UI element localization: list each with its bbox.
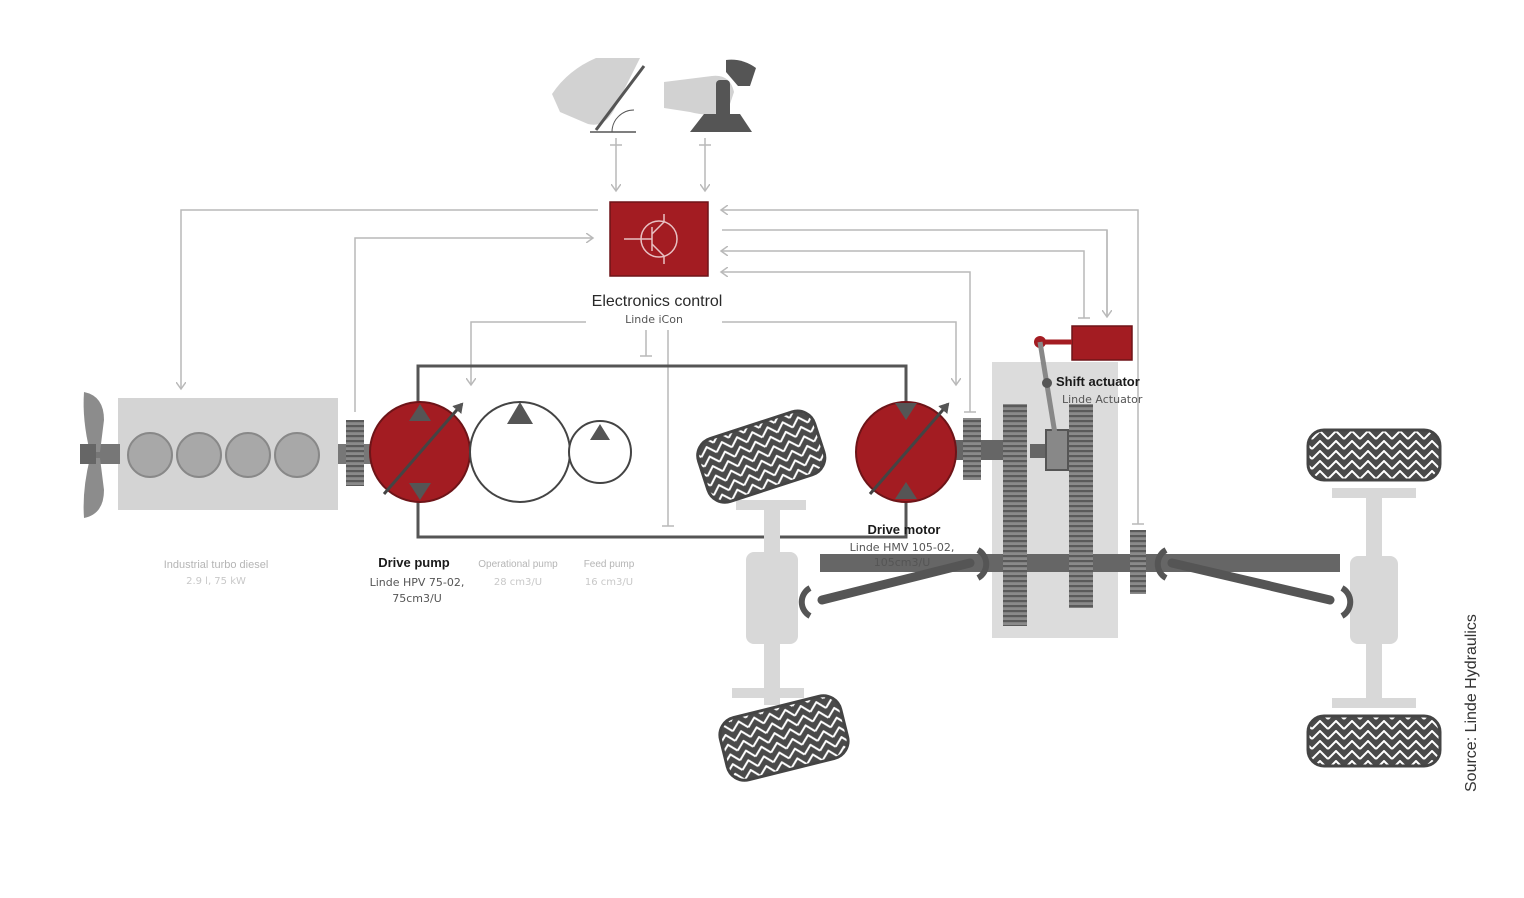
drive-pump: [369, 401, 471, 503]
engine-sublabel: 2.9 l, 75 kW: [186, 576, 246, 587]
operational-pump-sublabel: 28 cm3/U: [494, 577, 542, 588]
shift-actuator-label: Shift actuator: [1056, 374, 1140, 389]
electronics-control-unit: [609, 201, 709, 277]
electronics-control-label: Electronics control: [592, 293, 723, 310]
electronics-control-sublabel: Linde iCon: [625, 313, 683, 326]
drive-motor: [855, 401, 957, 503]
engine-label: Industrial turbo diesel: [164, 559, 269, 571]
feed-pump: [568, 420, 632, 484]
shift-actuator-sublabel: Linde Actuator: [1062, 393, 1143, 406]
pedal-icon: [552, 58, 646, 133]
drive-pump-label: Drive pump: [378, 555, 450, 570]
engine: [96, 398, 378, 510]
operational-pump: [469, 401, 571, 503]
feed-pump-sublabel: 16 cm3/U: [585, 577, 633, 588]
drive-pump-sublabel-2: 75cm3/U: [392, 592, 442, 605]
transistor-icon: [624, 214, 678, 264]
right-axle-assembly: [1332, 488, 1416, 708]
hydraulic-loop: [416, 364, 908, 539]
operational-pump-label: Operational pump: [478, 559, 558, 570]
joystick-icon: [664, 59, 756, 132]
engine-coupling-gear: [346, 420, 364, 486]
source-credit: Source: Linde Hydraulics: [1463, 614, 1480, 792]
output-gear-small: [1130, 530, 1146, 594]
tire-icon: [696, 409, 1442, 782]
drive-motor-sublabel-1: Linde HMV 105-02,: [850, 541, 955, 554]
drive-motor-sublabel-2: 105cm3/U: [874, 556, 931, 569]
gear-large: [1003, 404, 1027, 626]
drive-pump-sublabel-1: Linde HPV 75-02,: [370, 576, 465, 589]
shift-actuator: [1034, 325, 1133, 441]
shift-sleeve: [1045, 429, 1069, 471]
drive-motor-label: Drive motor: [868, 522, 941, 537]
cardan-shafts: [817, 558, 1335, 605]
feed-pump-label: Feed pump: [584, 559, 635, 570]
motor-coupling-gear: [963, 418, 981, 480]
left-axle-assembly: [732, 500, 806, 705]
signal-lines: [181, 138, 1144, 527]
gear-output: [1069, 404, 1093, 608]
fan-icon: [80, 392, 104, 518]
